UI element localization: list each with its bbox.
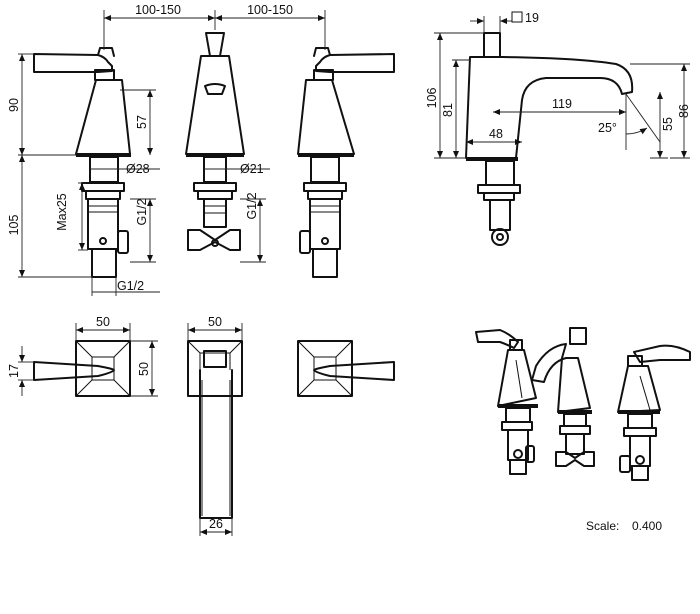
dim-dia-21: Ø21 xyxy=(240,162,264,176)
dim-spread-right: 100-150 xyxy=(247,3,293,17)
dim-plan-26: 26 xyxy=(209,517,223,531)
spout-front xyxy=(185,32,245,251)
dim-g12-valve: G1/2 xyxy=(135,198,149,225)
iso-left-valve xyxy=(475,329,538,475)
dim-box-19: 19 xyxy=(525,11,539,25)
dim-angle-25: 25° xyxy=(598,121,617,135)
spout-side-view: 19 106 81 86 119 48 25° 55 xyxy=(425,11,691,246)
plan-dimensions: 50 50 17 50 26 xyxy=(7,315,243,536)
dim-height-105: 105 xyxy=(7,215,21,236)
dim-height-81: 81 xyxy=(441,103,455,117)
dim-height-90: 90 xyxy=(7,98,21,112)
side-dimensions: 19 106 81 86 119 48 25° 55 xyxy=(425,11,691,159)
iso-right-valve xyxy=(617,344,691,481)
dim-length-119: 119 xyxy=(552,97,572,111)
dim-plan-50-mid: 50 xyxy=(208,315,222,329)
dim-g12-spout: G1/2 xyxy=(245,192,259,219)
left-valve-plan xyxy=(33,340,131,397)
dim-height-106: 106 xyxy=(425,88,439,109)
right-valve-front xyxy=(297,47,395,278)
dim-height-86: 86 xyxy=(677,104,691,118)
scale-value: 0.400 xyxy=(632,519,662,533)
dim-length-48: 48 xyxy=(489,127,503,141)
left-valve-front xyxy=(33,47,131,278)
scale-label: Scale: xyxy=(586,519,619,533)
spout-plan xyxy=(187,340,243,519)
right-valve-plan xyxy=(297,340,395,397)
dim-plan-50-left: 50 xyxy=(96,315,110,329)
front-elevation-view: 100-150 100-150 90 105 57 Ø28 Ø21 Max25 … xyxy=(7,3,395,296)
dim-plan-50-vert: 50 xyxy=(137,362,151,376)
dim-g12-bottom: G1/2 xyxy=(117,279,144,293)
plan-view: 50 50 17 50 26 xyxy=(7,315,395,536)
iso-spout xyxy=(531,327,595,467)
dim-plan-17: 17 xyxy=(7,364,21,378)
dim-spread-left: 100-150 xyxy=(135,3,181,17)
dim-dia-28: Ø28 xyxy=(126,162,150,176)
isometric-view xyxy=(475,327,691,481)
front-dimensions: 100-150 100-150 90 105 57 Ø28 Ø21 Max25 … xyxy=(7,3,326,296)
dim-height-57: 57 xyxy=(135,115,149,129)
dim-height-55: 55 xyxy=(661,117,675,131)
dim-max25: Max25 xyxy=(55,193,69,231)
